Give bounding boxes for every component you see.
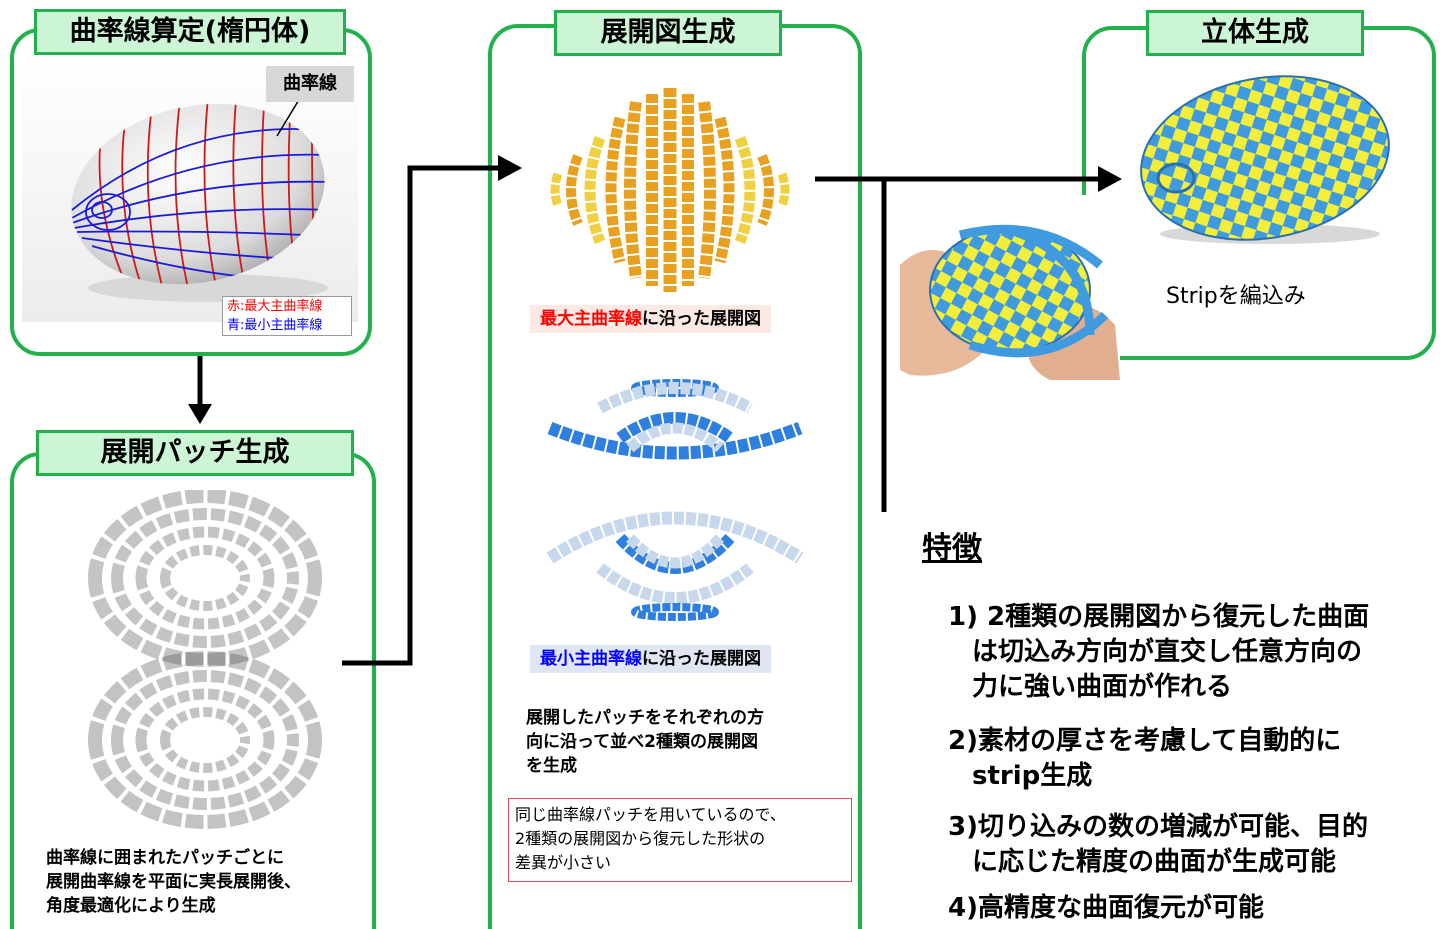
patch-desc-line: 展開曲率線を平面に実長展開後、 [46,872,301,892]
min-curvature-highlight: 最小主曲率線 [540,649,642,669]
feature-line: 4)高精度な曲面復元が可能 [948,893,1264,923]
legend-max: 赤:最大主曲率線 [227,299,323,314]
patch-description: 曲率線に囲まれたパッチごとに 展開曲率線を平面に実長展開後、 角度最適化により生… [46,846,366,918]
patch-grid-diagram [88,490,322,829]
feature-line: 1) 2種類の展開図から復元した曲面 [948,602,1370,632]
development-panel-title: 展開図生成 [554,10,782,56]
feature-line: 力に強い曲面が作れる [972,672,1233,702]
solid-caption: Stripを編込み [1166,284,1306,309]
feature-item-4: 4)高精度な曲面復元が可能 [948,891,1264,926]
min-curvature-label: 最小主曲率線に沿った展開図 [530,645,771,673]
curvature-panel-title: 曲率線算定(楕円体) [34,9,346,55]
development-desc-line: 向に沿って並べ2種類の展開図 [526,732,758,752]
patch-desc-line: 曲率線に囲まれたパッチごとに [46,848,284,868]
development-note-line: 2種類の展開図から復元した形状の [515,829,766,848]
patch-panel-title: 展開パッチ生成 [36,430,354,476]
feature-line: に応じた精度の曲面が生成可能 [972,847,1337,877]
patch-desc-line: 角度最適化により生成 [46,896,216,916]
development-note-line: 同じ曲率線パッチを用いているので、 [515,805,786,824]
curvature-callout: 曲率線 [266,66,354,102]
ellipsoid-image [22,60,358,322]
max-curvature-rest: に沿った展開図 [642,309,761,329]
development-note: 同じ曲率線パッチを用いているので、 2種類の展開図から復元した形状の 差異が小さ… [508,798,852,882]
development-panel [488,24,862,929]
feature-line: は切込み方向が直交し任意方向の [972,637,1363,667]
feature-line: 3)切り込みの数の増減が可能、目的 [948,812,1368,842]
patch-panel [10,452,376,929]
max-curvature-highlight: 最大主曲率線 [540,309,642,329]
weaving-photo [900,195,1120,380]
legend-min: 青:最小主曲率線 [227,318,323,333]
development-note-line: 差異が小さい [515,853,612,872]
development-description: 展開したパッチをそれぞれの方 向に沿って並べ2種類の展開図 を生成 [526,706,846,778]
feature-item-3: 3)切り込みの数の増減が可能、目的 に応じた精度の曲面が生成可能 [948,810,1368,880]
solid-panel-title: 立体生成 [1146,10,1364,56]
development-desc-line: を生成 [526,756,577,776]
feature-line: strip生成 [972,761,1093,791]
min-curvature-development [546,379,804,621]
feature-item-2: 2)素材の厚さを考慮して自動的に strip生成 [948,724,1341,794]
min-curvature-rest: に沿った展開図 [642,649,761,669]
woven-egg-image [1140,75,1390,244]
max-curvature-development [550,88,790,292]
features-heading: 特徴 [922,531,982,566]
development-desc-line: 展開したパッチをそれぞれの方 [526,708,764,728]
feature-item-1: 1) 2種類の展開図から復元した曲面 は切込み方向が直交し任意方向の 力に強い曲… [948,600,1369,705]
feature-line: 2)素材の厚さを考慮して自動的に [948,726,1342,756]
max-curvature-label: 最大主曲率線に沿った展開図 [530,305,771,333]
curvature-legend: 赤:最大主曲率線 青:最小主曲率線 [222,296,352,336]
